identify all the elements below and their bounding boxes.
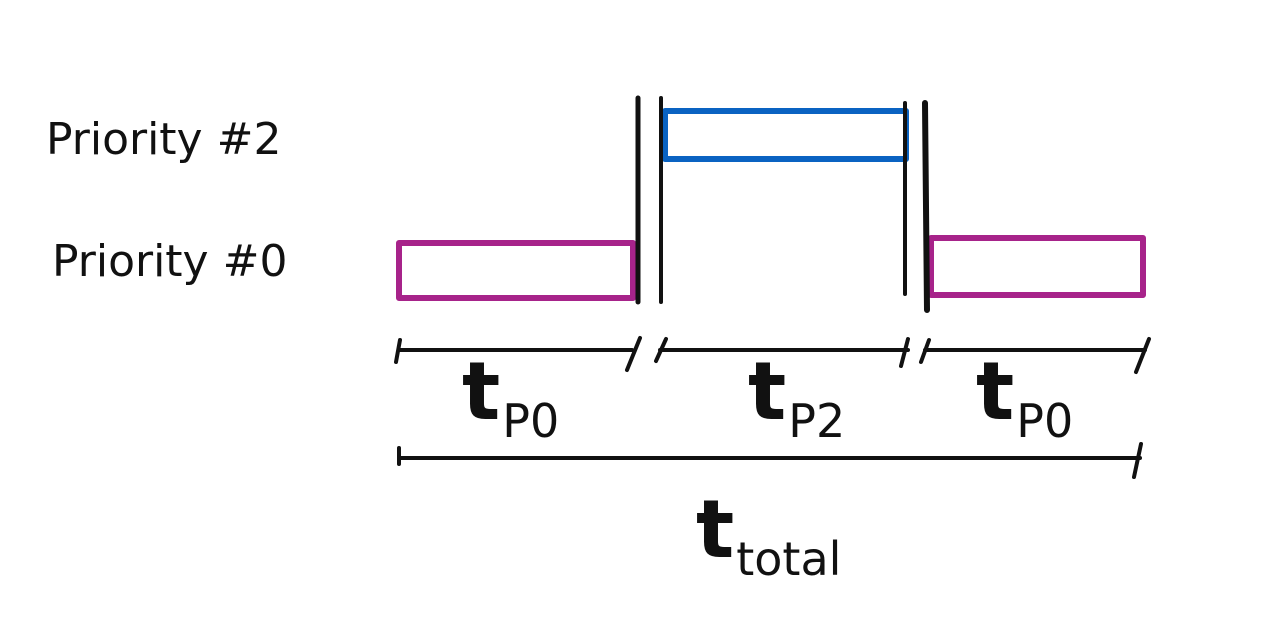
interval-label-second: tP2 [748,352,845,445]
priority2-block [662,108,909,162]
interval-label-second-sub: P2 [788,394,846,448]
context-switch-separator-1 [635,95,663,305]
interval-label-first: tP0 [462,352,559,445]
interval-label-first-sub: P0 [502,394,560,448]
interval-line-total [397,442,1143,479]
priority2-label: Priority #2 [46,114,282,165]
priority0-block-1 [396,240,636,301]
interval-label-total: ttotal [696,490,841,583]
priority0-block-2 [928,235,1146,298]
priority0-label: Priority #0 [52,236,288,287]
interval-label-third: tP0 [976,352,1073,445]
interval-line-first [394,336,642,372]
interval-label-first-main: t [462,345,501,438]
interval-label-second-main: t [748,345,787,438]
interval-label-total-main: t [696,483,735,576]
interval-label-total-sub: total [736,532,842,586]
interval-line-third [919,337,1151,374]
interval-label-third-main: t [976,345,1015,438]
interval-label-third-sub: P0 [1016,394,1074,448]
context-switch-separator-2 [903,100,930,313]
interval-line-second [654,337,910,368]
